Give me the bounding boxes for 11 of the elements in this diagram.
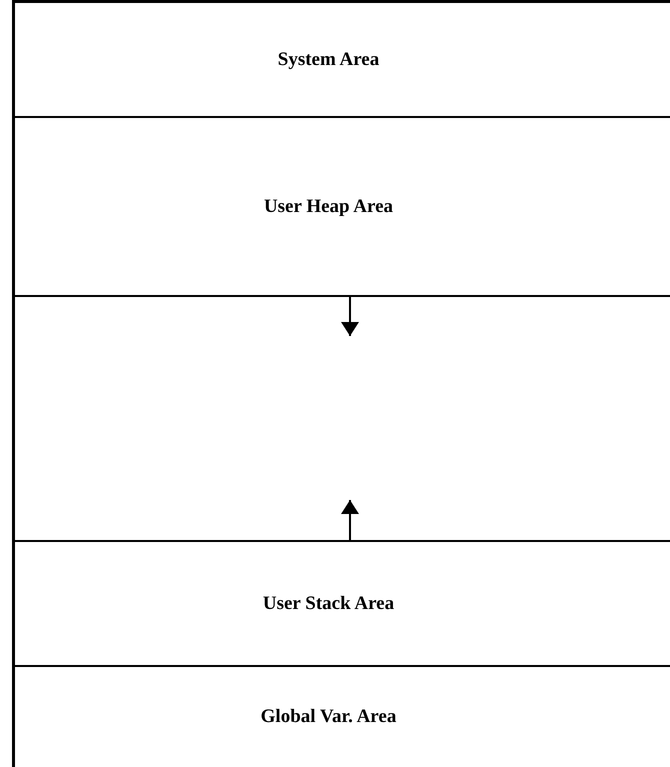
- region-label: User Stack Area: [262, 592, 394, 614]
- memory-region: [12, 116, 670, 295]
- region-label: Global Var. Area: [260, 706, 396, 728]
- arrow: [341, 296, 359, 336]
- region-label: User Heap Area: [264, 196, 394, 218]
- region-label: System Area: [278, 48, 380, 70]
- arrow: [341, 500, 359, 540]
- free-memory-region: [12, 295, 670, 540]
- memory-region: [12, 665, 670, 767]
- memory-region: [12, 0, 670, 116]
- memory-region: [12, 540, 670, 665]
